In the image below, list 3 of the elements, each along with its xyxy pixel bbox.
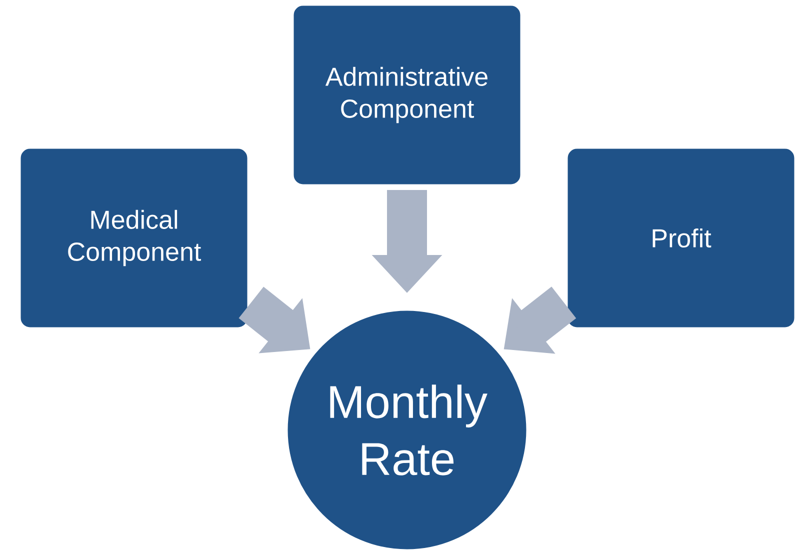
component-box: Medical Component (19, 147, 249, 329)
component-box: Profit (566, 147, 796, 329)
component-box: Administrative Component (292, 4, 522, 186)
